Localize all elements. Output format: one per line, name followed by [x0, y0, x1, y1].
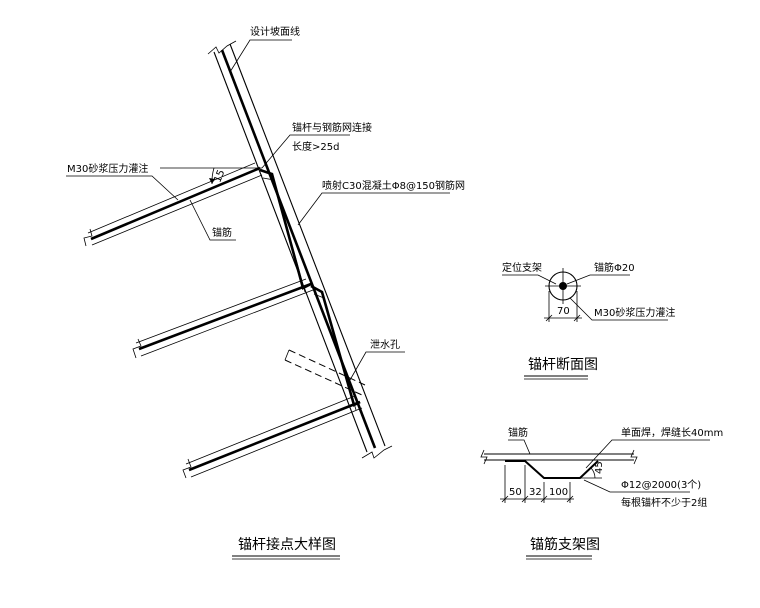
bracket-dim-tick-2 — [521, 495, 529, 503]
label-bracket-note: 每根锚杆不少于2组 — [621, 496, 707, 509]
label-positioning-bracket: 定位支架 — [502, 261, 542, 274]
leader-single-weld — [585, 439, 710, 469]
bracket-dim-tick-3 — [540, 495, 548, 503]
label-shotcrete-mesh: 喷射C30混凝土Φ8@150钢筋网 — [322, 179, 465, 192]
title-section: 锚杆断面图 — [528, 357, 598, 373]
drain-hole-end — [284, 349, 290, 361]
leader-grout — [66, 175, 179, 201]
anchor-2-break — [132, 338, 142, 359]
section-dim-70: 70 — [557, 306, 570, 317]
label-anchor-mesh-connection: 锚杆与钢筋网连接 — [292, 121, 372, 134]
title-detail: 锚杆接点大样图 — [238, 536, 336, 553]
label-length-requirement: 长度>25d — [292, 140, 339, 153]
angle-arrow — [209, 178, 215, 184]
anchor-3-hole-upper — [185, 395, 356, 465]
label-anchor-bar: 锚筋 — [212, 226, 232, 239]
leader-bracket-anchor-bar — [508, 439, 531, 455]
anchor-3-break — [182, 458, 192, 479]
leader-bracket-spec — [583, 479, 690, 493]
bracket-bent-bar — [505, 460, 599, 479]
slope-inner-line — [229, 43, 386, 447]
anchor-2-hole — [140, 289, 314, 357]
anchor-section: 70 定位支架 锚筋Φ20 M30砂浆压力灌注 锚杆断面图 — [502, 261, 675, 380]
anchor-3 — [188, 400, 361, 472]
anchor-2-hole-upper — [135, 278, 307, 344]
bracket-dim-tick-1 — [501, 495, 509, 503]
bracket-break-right — [630, 449, 638, 465]
connector-bar-1 — [259, 168, 312, 290]
bracket-dim-32: 32 — [529, 487, 542, 498]
connector-bar-1-inner — [262, 177, 306, 293]
leader-anchor-mesh — [261, 134, 350, 169]
leader-shotcrete — [297, 192, 450, 226]
bracket-angle-arc — [590, 467, 596, 479]
leader-anchor-bar — [189, 199, 236, 241]
bracket-break-left — [480, 449, 488, 465]
leader-anchor-bar-dia — [566, 274, 630, 285]
label-drain-hole: 泄水孔 — [370, 338, 400, 351]
drain-hole-top — [288, 349, 366, 386]
slope-outer-line — [213, 51, 368, 453]
anchor-2 — [138, 282, 312, 351]
connector-bar-2-inner — [313, 293, 357, 411]
label-bracket-spec: Φ12@2000(3个) — [621, 479, 701, 491]
section-dim-tick-left — [545, 314, 553, 322]
label-grout-m30: M30砂浆压力灌注 — [67, 162, 148, 175]
anchor-3-hole — [190, 407, 363, 478]
bracket-dim-50: 50 — [509, 487, 522, 498]
anchor-1-hole — [91, 174, 263, 246]
connector-bar-2 — [310, 284, 361, 407]
anchor-1 — [90, 166, 261, 241]
anchor-joint-detail: 15 设计坡面线 锚杆与钢筋网连接 长度>25d M30砂浆压力灌注 喷射C30… — [66, 25, 465, 560]
bracket-dim-100: 100 — [549, 487, 568, 498]
section-dim-tick-right — [573, 314, 581, 322]
label-grout-section: M30砂浆压力灌注 — [594, 306, 675, 319]
label-anchor-bar-dia: 锚筋Φ20 — [594, 261, 635, 274]
leader-grout-section — [569, 297, 668, 321]
title-bracket: 锚筋支架图 — [530, 536, 600, 553]
bracket-angle-45: 45 — [594, 461, 605, 474]
bracket-dim-tick-4 — [566, 495, 574, 503]
label-single-weld: 单面焊，焊缝长40mm — [621, 426, 723, 439]
leader-drain-hole — [349, 351, 405, 381]
leader-positioning-bracket — [502, 274, 557, 285]
anchor-1-hole-upper — [87, 162, 256, 234]
leader-design-slope — [229, 39, 292, 73]
label-bracket-anchor-bar: 锚筋 — [508, 426, 528, 439]
anchor-bracket: 45 50 32 100 锚筋 单面焊，焊缝长40mm Φ12@2000(3个)… — [480, 426, 723, 560]
anchor-1-break — [83, 228, 93, 247]
slope-break-top — [207, 40, 237, 55]
label-design-slope-line: 设计坡面线 — [250, 25, 300, 38]
angle-15-label: 15 — [212, 168, 227, 184]
drain-hole-bottom — [284, 359, 363, 396]
steel-mesh-line — [220, 49, 377, 449]
slope-break-bottom — [361, 445, 393, 459]
